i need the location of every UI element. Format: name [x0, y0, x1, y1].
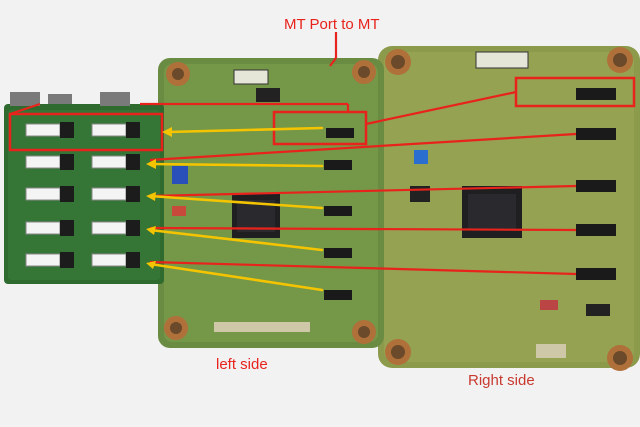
decoder-slot-row-3 [25, 186, 140, 202]
left-connector-1 [326, 128, 354, 138]
right-board [378, 46, 640, 371]
red-connection-lines [9, 32, 577, 276]
right-connector-2 [576, 128, 616, 140]
decoder-slot-row-2 [25, 154, 140, 170]
decoder-slot-row-5 [25, 252, 140, 268]
left-side-annotation: left side [216, 356, 268, 373]
left-connector-5 [324, 290, 352, 300]
yellow-arrowheads [146, 127, 172, 269]
right-connector-3 [576, 180, 616, 192]
decoder-slot-row-1 [25, 122, 140, 138]
yellow-arrows [148, 126, 324, 292]
decoder-board [4, 92, 164, 284]
right-connector-1 [576, 88, 616, 100]
left-connector-4 [324, 248, 352, 258]
decoder-slot-row-4 [25, 220, 140, 236]
left-connector-2 [324, 160, 352, 170]
mt-port-annotation: MT Port to MT [284, 16, 380, 33]
right-side-annotation: Right side [468, 372, 535, 389]
right-connector-5 [576, 268, 616, 280]
left-connector-3 [324, 206, 352, 216]
right-connector-4 [576, 224, 616, 236]
